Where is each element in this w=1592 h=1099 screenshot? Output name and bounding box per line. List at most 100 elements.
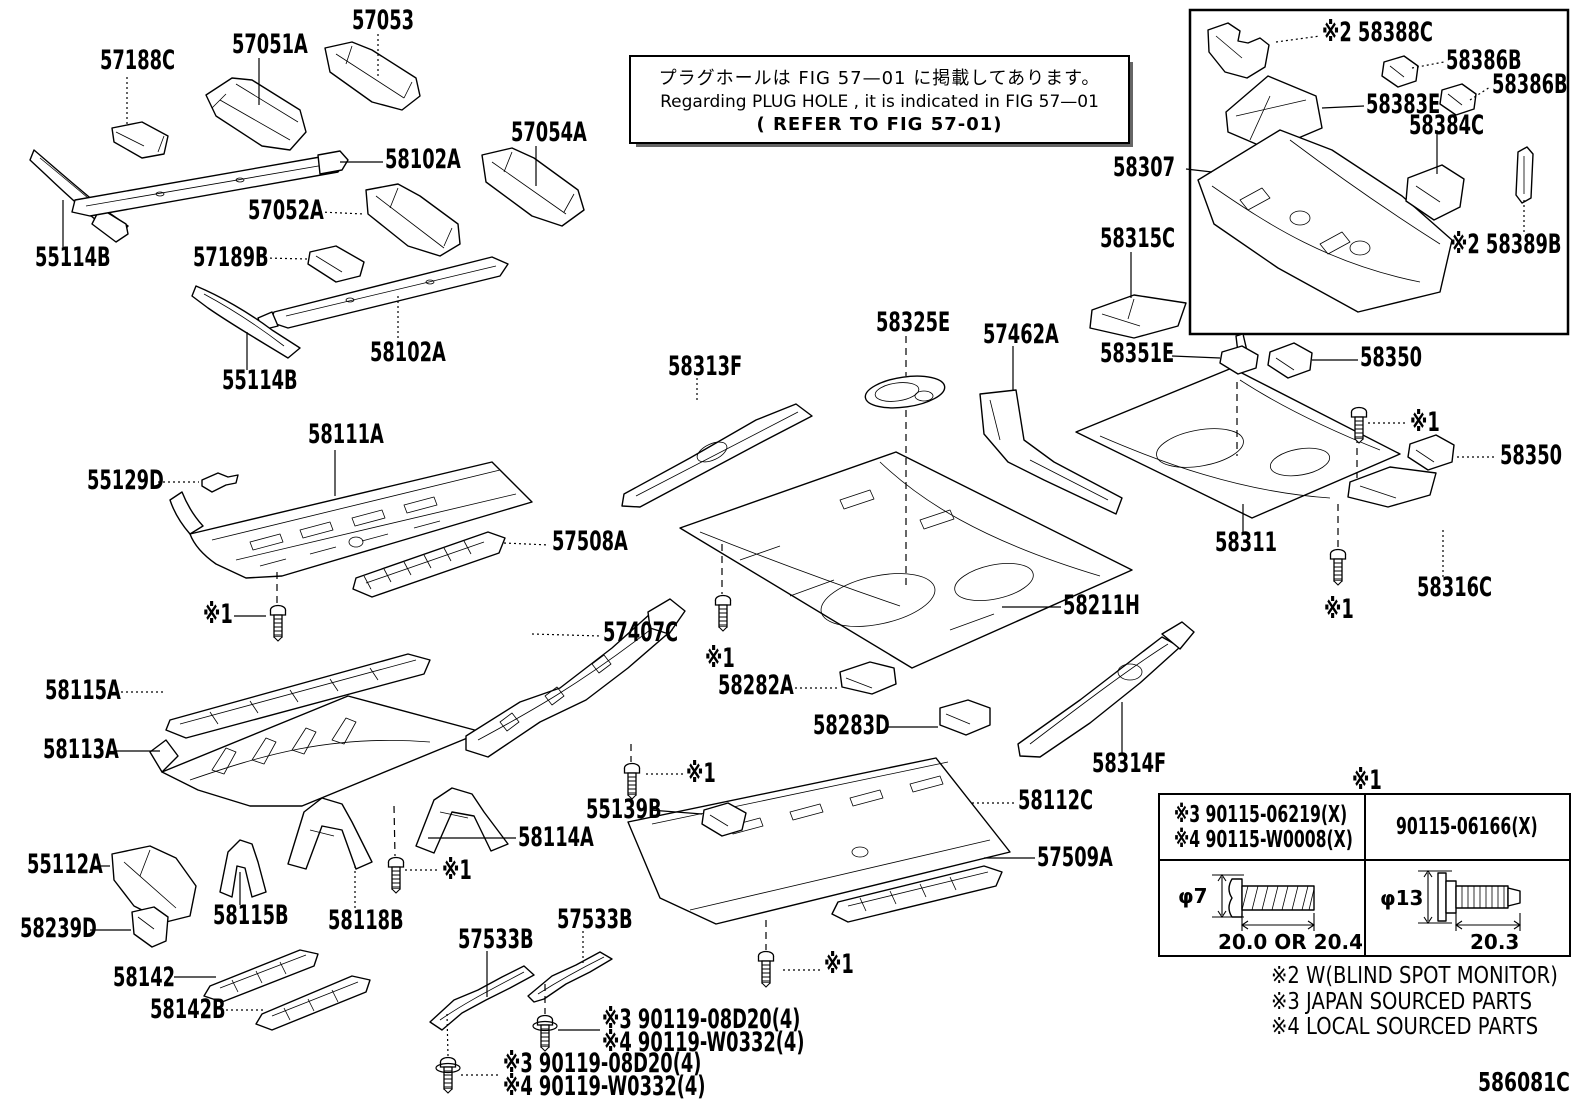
part-57189B [307,245,365,283]
part-label-58313F: 58313F [668,351,743,382]
part-label-58351E: 58351E [1100,338,1175,369]
part-label-58283D: 58283D [813,710,890,741]
part-58239D [131,906,169,948]
bolt-icon [269,604,287,642]
part-55114B-2 [191,285,301,359]
part-label-57053: 57053 [352,5,414,36]
part-label-58389B: ※2 58389B [1450,229,1562,260]
part-label-58316C: 58316C [1417,572,1493,603]
bolt-icon [714,594,732,632]
bolt-diagram-right: φ13 20.3 [1380,870,1521,953]
note-line-refer: ( REFER TO FIG 57-01) [756,114,1003,135]
part-label-58314F: 58314F [1092,748,1167,779]
part-label-58282A: 58282A [718,670,794,701]
part-58350-top [1267,342,1313,379]
part-label-58102A-2: 58102A [370,337,446,368]
part-label-58350-2: 58350 [1500,440,1562,471]
ref-mark-1: ※1 [1352,765,1382,796]
length-label: 20.0 OR 20.4 [1218,930,1362,953]
part-58282A [839,661,897,695]
ref-mark-1: ※1 [1324,594,1354,625]
part-57054A [481,147,585,227]
fastener-pn-left-1: ※3 90115-06219(X) [1174,802,1348,828]
part-57508A [352,531,506,598]
part-label-58350-1: 58350 [1360,342,1422,373]
part-label-55129D: 55129D [87,465,164,496]
part-58325E [864,375,946,409]
part-label-58315C: 58315C [1100,223,1176,254]
bolt-part-number: ※3 90119-08D20(4) [602,1004,801,1035]
part-label-58384C: 58384C [1409,110,1485,141]
footnote-blind-spot: ※2 W(BLIND SPOT MONITOR) [1271,963,1558,989]
part-58102A-2 [257,256,509,331]
part-58114A [415,787,509,854]
part-57509A [831,865,1003,923]
part-58283D [939,699,991,736]
footnote-japan-sourced: ※3 JAPAN SOURCED PARTS [1271,989,1533,1015]
part-label-58118B: 58118B [328,905,404,936]
part-label-57508A: 57508A [552,526,628,557]
part-label-57407C: 57407C [603,617,679,648]
part-58311 [1075,367,1401,519]
part-label-58142: 58142 [113,962,175,993]
part-label-58239D: 58239D [20,913,97,944]
part-label-55114B-2: 55114B [222,365,298,396]
ref-mark-1: ※1 [824,949,854,980]
fastener-pn-left-2: ※4 90115-W0008(X) [1174,827,1353,853]
plug-hole-note-box: プラグホールは FIG 57—01 に掲載してあります。 Regarding P… [629,55,1130,144]
part-label-57052A: 57052A [248,195,324,226]
part-57533B-left [429,965,535,1031]
part-58313F [621,403,813,508]
part-58314F [1017,621,1195,758]
part-58388C [1207,22,1270,79]
part-label-58325E: 58325E [876,307,951,338]
part-label-58115A: 58115A [45,675,121,706]
part-label-57533B-1: 57533B [458,924,534,955]
part-58111A [169,461,533,579]
part-label-55112A: 55112A [27,849,103,880]
part-label-58383E: 58383E [1366,89,1441,120]
note-line-japanese: プラグホールは FIG 57—01 に掲載してあります。 [658,68,1101,89]
bolt-icon [387,856,405,894]
part-label-55114B-1: 55114B [35,242,111,273]
part-label-58386B-1: 58386B [1446,45,1522,76]
part-57462A [979,389,1123,515]
part-57188C [111,121,169,159]
figure-id: 586081C [1478,1068,1570,1098]
part-label-58114A: 58114A [518,822,594,853]
rear-panel-detail-box [1188,8,1570,336]
ref-mark-1: ※1 [442,855,472,886]
part-57051A [205,77,307,151]
part-label-58386B-2: 58386B [1492,69,1568,100]
part-58307-panel [1197,129,1453,313]
part-58102A-1 [71,150,349,217]
part-58142 [203,949,319,1003]
bolt-part-number: ※4 90119-W0332(4) [503,1071,706,1099]
part-58389B [1515,146,1534,204]
diameter-label: φ7 [1178,884,1208,908]
part-55112A [111,845,197,923]
part-58115B [219,839,267,898]
part-58350-right [1407,434,1455,471]
part-58142B [255,975,371,1031]
part-58386B-2 [1439,83,1477,116]
ref-mark-1: ※1 [705,643,735,674]
part-label-58211H: 58211H [1063,590,1140,621]
bolt-part-number: ※3 90119-08D20(4) [503,1048,702,1079]
note-line-english: Regarding PLUG HOLE , it is indicated in… [660,92,1099,112]
part-58383E [1225,75,1323,151]
part-label-58115B: 58115B [213,900,289,931]
part-57053 [324,41,421,111]
part-57407C [465,598,686,758]
part-58315C [1089,294,1187,339]
washer-bolt-icon [533,1016,557,1052]
part-55139B [701,802,747,837]
washer-bolt-icon [436,1058,460,1094]
length-label: 20.3 [1470,930,1519,953]
part-58384C [1405,164,1465,221]
leader-lines [62,34,1525,1076]
fastener-spec-table: ※3 90115-06219(X) ※4 90115-W0008(X) 9011… [1158,793,1571,957]
part-57052A [365,183,461,257]
